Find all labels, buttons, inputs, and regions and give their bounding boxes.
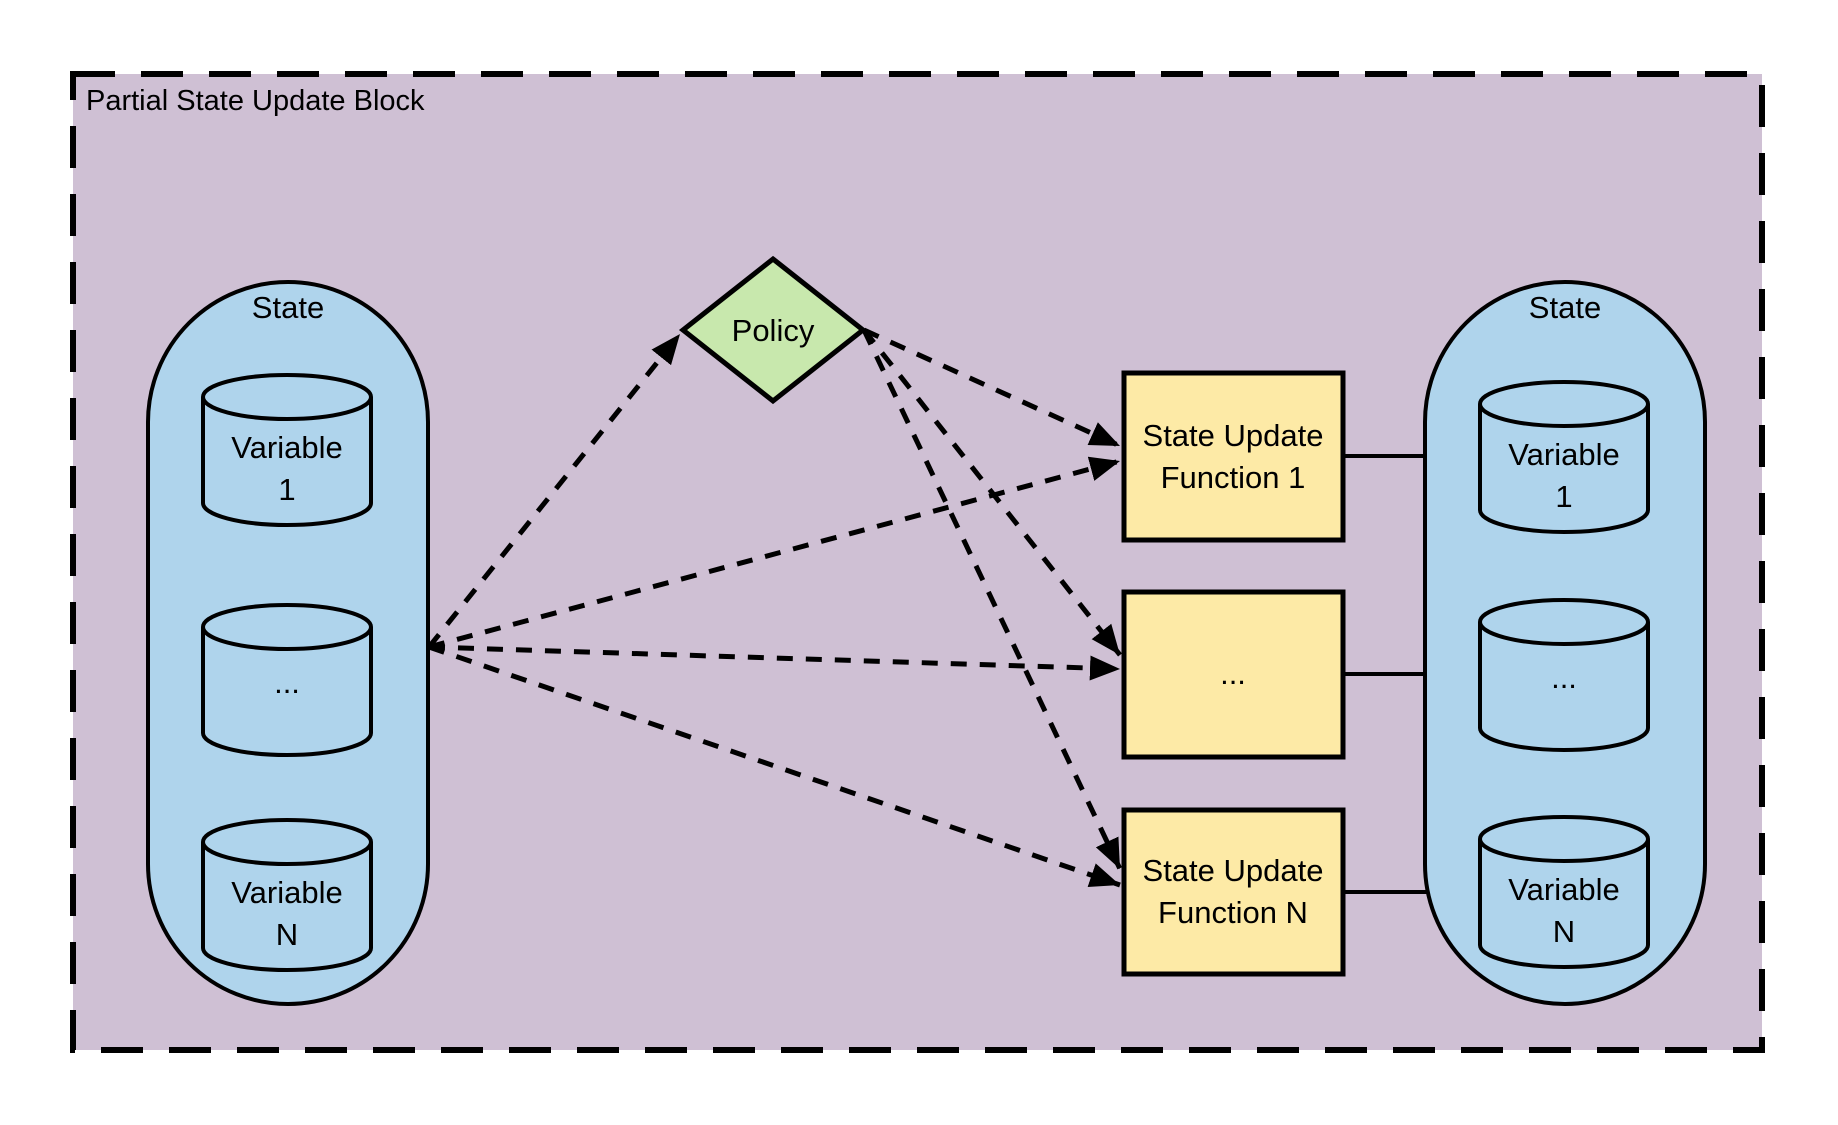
policy-node: Policy — [678, 255, 868, 405]
state-update-function-n-node: State Update Function N — [1121, 807, 1346, 977]
function-1-label-line2: Function 1 — [1161, 460, 1306, 495]
function-n-box — [1121, 807, 1346, 977]
cylinder-body — [1478, 622, 1650, 752]
left-variable-1-label-line1: Variable — [231, 430, 342, 465]
edge-left-state-to-function-1 — [428, 456, 1121, 650]
function-ellipsis-box — [1121, 589, 1346, 760]
right-variable-1-cylinder: Variable 1 — [1478, 380, 1650, 534]
right-variable-n-cylinder: Variable N — [1478, 815, 1650, 969]
cylinder-body — [1478, 404, 1650, 534]
right-variable-ellipsis-cylinder: ... — [1478, 598, 1650, 752]
left-state-node: State Variable 1 ... Variable N — [146, 280, 430, 1006]
cylinder-top — [201, 818, 373, 866]
left-variable-n-cylinder: Variable N — [201, 818, 373, 972]
dashed-edges-from-policy — [861, 327, 1123, 871]
left-variable-n-label-line2: N — [276, 917, 298, 952]
cylinder-top — [201, 373, 373, 421]
cylinder-top — [1478, 815, 1650, 863]
cylinder-body — [201, 842, 373, 972]
left-variable-1-cylinder: Variable 1 — [201, 373, 373, 527]
right-variable-n-label-line1: Variable — [1508, 872, 1619, 907]
right-variable-1-label-line1: Variable — [1508, 437, 1619, 472]
cylinder-top — [1478, 598, 1650, 646]
policy-label: Policy — [732, 313, 815, 348]
left-variable-n-label-line1: Variable — [231, 875, 342, 910]
left-variable-ellipsis-label: ... — [274, 665, 300, 700]
right-variable-ellipsis-label: ... — [1551, 660, 1577, 695]
right-variable-n-label-line2: N — [1553, 914, 1575, 949]
state-update-function-1-node: State Update Function 1 — [1121, 370, 1346, 543]
right-variable-1-label-line2: 1 — [1555, 479, 1572, 514]
edge-policy-to-function-ellipsis — [862, 328, 1122, 657]
edge-left-state-to-function-n — [428, 644, 1121, 888]
function-ellipsis-label: ... — [1220, 656, 1246, 691]
function-n-label-line2: Function N — [1158, 895, 1308, 930]
cylinder-body — [201, 397, 373, 527]
cylinder-top — [201, 603, 373, 651]
policy-diamond — [678, 255, 868, 405]
left-state-label: State — [252, 290, 324, 325]
dashed-edges-from-state — [427, 332, 1121, 888]
edge-policy-to-function-1 — [862, 327, 1122, 449]
cylinder-body — [1478, 839, 1650, 969]
cylinder-top — [1478, 380, 1650, 428]
right-state-node: State Variable 1 ... Variable N — [1423, 280, 1707, 1006]
block-title: Partial State Update Block — [86, 85, 425, 117]
left-variable-1-label-line2: 1 — [278, 472, 295, 507]
edge-policy-to-function-n — [861, 328, 1123, 871]
edge-left-state-to-policy — [427, 332, 682, 649]
function-1-box — [1121, 370, 1346, 543]
function-1-label-line1: State Update — [1143, 418, 1324, 453]
cylinder-body — [201, 627, 373, 757]
left-variable-ellipsis-cylinder: ... — [201, 603, 373, 757]
function-n-label-line1: State Update — [1143, 853, 1324, 888]
state-update-function-ellipsis-node: ... — [1121, 589, 1346, 760]
right-state-label: State — [1529, 290, 1601, 325]
